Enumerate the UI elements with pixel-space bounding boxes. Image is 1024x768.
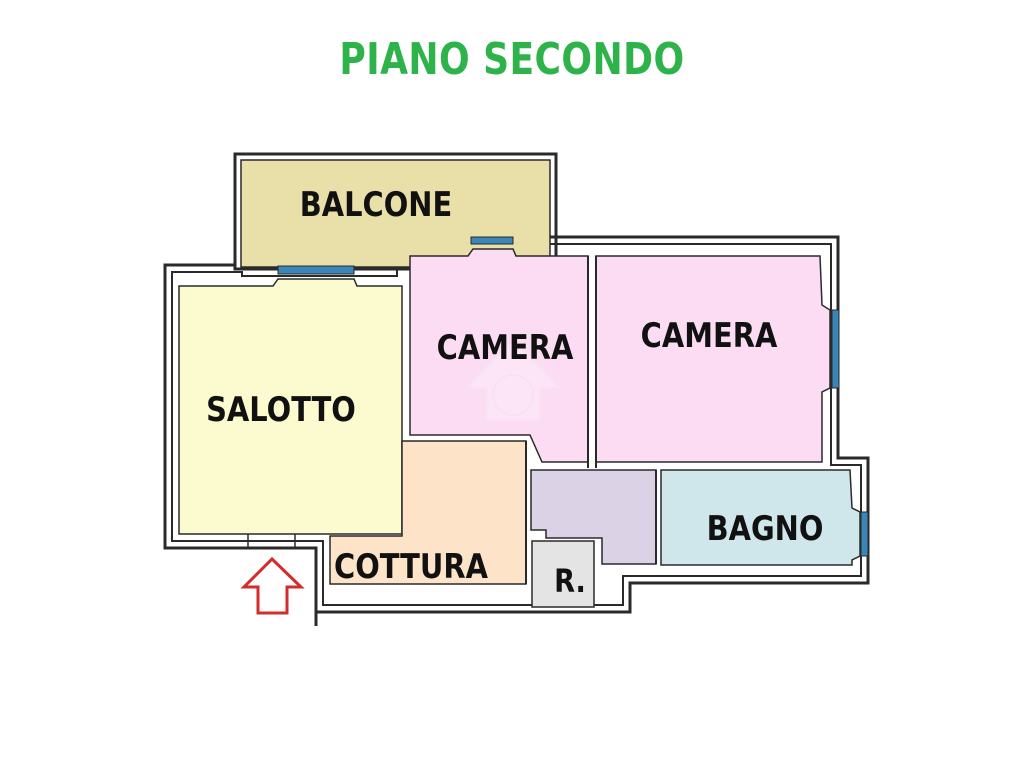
label-bagno: BAGNO: [707, 510, 824, 549]
room-bagno: [660, 469, 861, 566]
entrance-arrow-icon[interactable]: [240, 556, 305, 615]
room-ripostiglio: [531, 540, 595, 608]
entrance-door: [247, 534, 296, 548]
room-salotto: [178, 278, 403, 535]
watermark-circle: [492, 374, 534, 416]
window-camera-1: [470, 236, 514, 245]
watermark-logo-icon: [463, 338, 563, 421]
window-camera-2: [831, 309, 840, 389]
label-balcone: BALCONE: [300, 186, 452, 225]
label-ripostiglio: R.: [554, 563, 586, 601]
label-camera-1: CAMERA: [437, 329, 574, 368]
watermark-house: [463, 338, 563, 421]
window-bagno: [860, 511, 869, 557]
label-salotto: SALOTTO: [206, 391, 356, 430]
label-cottura: COTTURA: [334, 548, 488, 587]
window-salotto: [277, 265, 355, 275]
room-camera-2: [595, 255, 831, 463]
partition-walls: [525, 256, 657, 584]
floor-title: PIANO SECONDO: [339, 34, 685, 85]
windows: [277, 236, 869, 557]
label-camera-2: CAMERA: [641, 317, 778, 356]
balcone-wall: [233, 152, 558, 271]
outer-wall-inner: [171, 243, 862, 606]
